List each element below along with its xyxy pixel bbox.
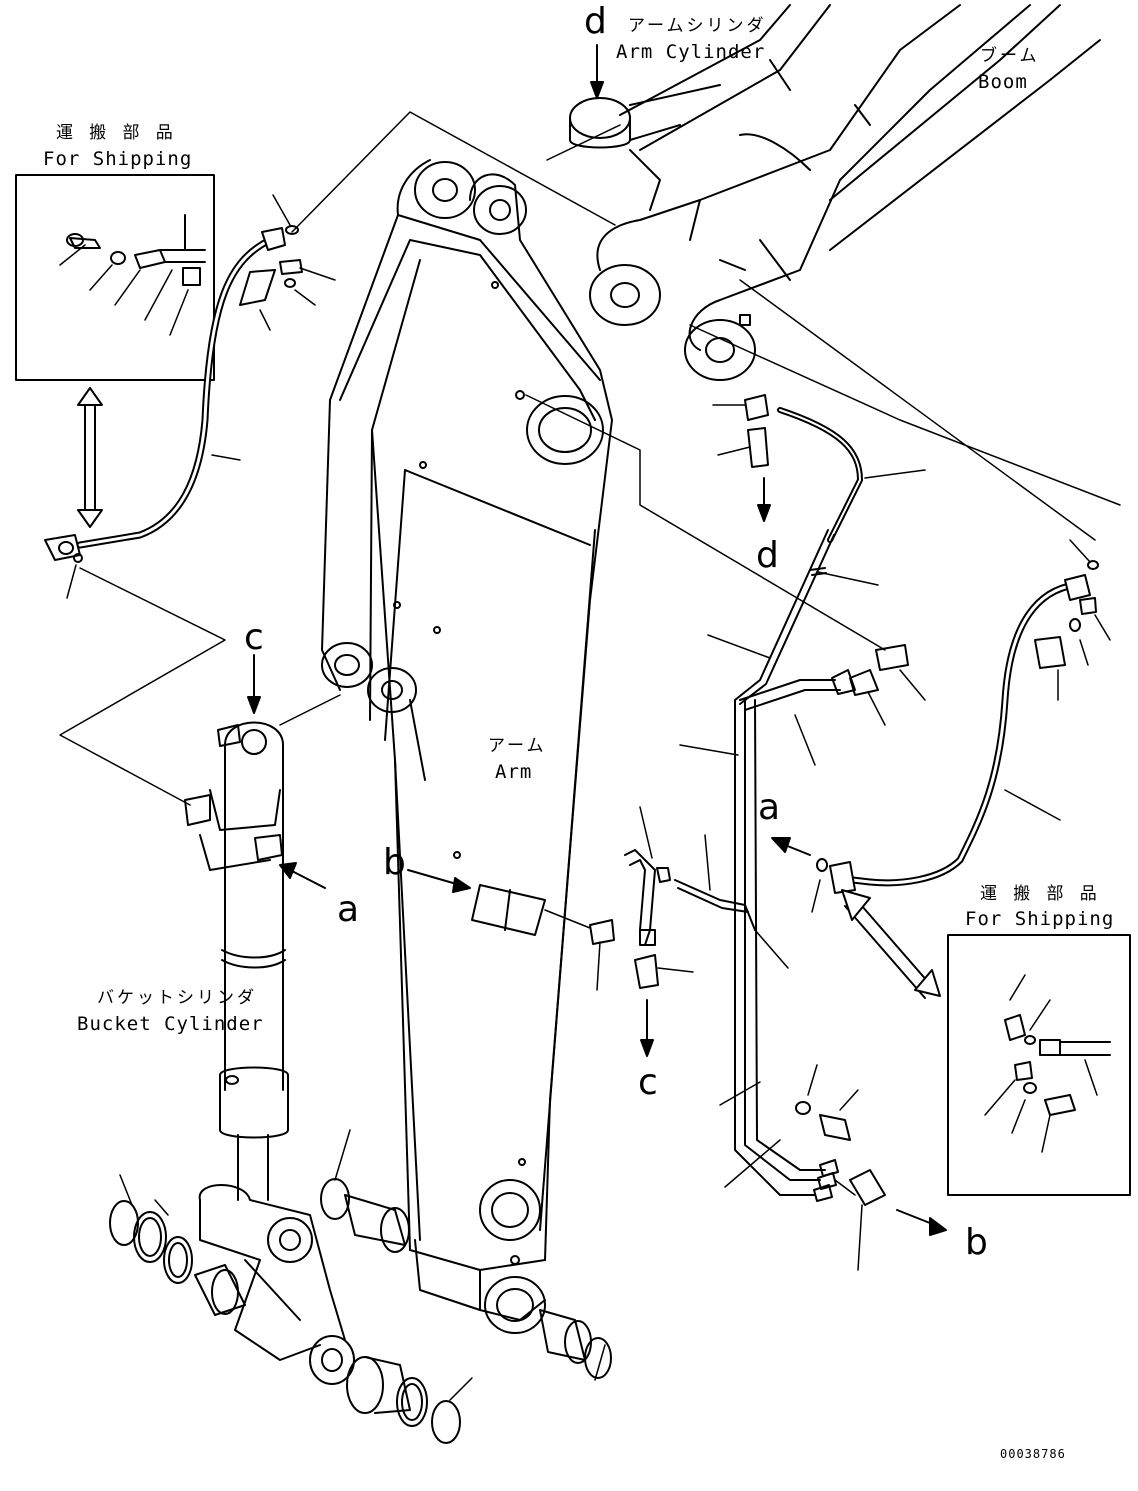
boom-label-jp: ブーム [980,46,1040,66]
shipping-double-arrow-right [842,890,940,998]
left-hose [45,195,335,598]
bucket-cylinder-arrow [248,655,260,713]
bucket-cylinder-label-en: Bucket Cylinder [77,1013,264,1035]
boom-label-en: Boom [978,71,1028,93]
shipping-box-left [16,175,214,380]
bushings-and-seals [110,1130,611,1443]
shipping-box-right [948,935,1130,1195]
boom-pin-bosses [590,265,755,380]
arm-cylinder-label-jp: アームシリンダ [628,16,767,36]
arm-cylinder-arrow [591,45,603,98]
right-piping [590,395,946,1270]
callout-d-mid: d [756,535,779,576]
shipping-left-label-en: For Shipping [43,148,193,170]
callout-a-right: a [758,787,781,828]
arm-pin-bosses [322,162,603,1333]
bucket-cylinder [185,723,288,1201]
shipping-right-label-jp: 運 搬 部 品 [980,884,1100,904]
arm-label-en: Arm [495,761,533,783]
callout-c-top: c [244,617,264,658]
boom-outline [597,5,1100,350]
arm-cylinder-end [570,85,720,148]
bucket-link [200,1185,354,1384]
callout-b-right: b [965,1222,988,1263]
shipping-right-label-en: For Shipping [965,908,1115,930]
arrow-b-left [408,870,590,935]
callout-b-left: b [383,842,406,883]
arm-outline [322,160,612,1320]
connection-lines [60,112,1120,805]
shipping-left-label-jp: 運 搬 部 品 [56,123,176,143]
bucket-cylinder-label-jp: バケットシリンダ [97,988,257,1008]
arrow-a-left [280,863,325,888]
callout-c-mid: c [638,1062,658,1103]
callout-d-top: d [584,1,607,42]
right-hose [772,540,1110,912]
callout-a-left: a [337,889,360,930]
drawing-number: 00038786 [1000,1447,1066,1461]
shipping-double-arrow-left [78,388,102,527]
arm-label-jp: アーム [488,736,547,756]
arm-cylinder-label-en: Arm Cylinder [616,41,766,63]
